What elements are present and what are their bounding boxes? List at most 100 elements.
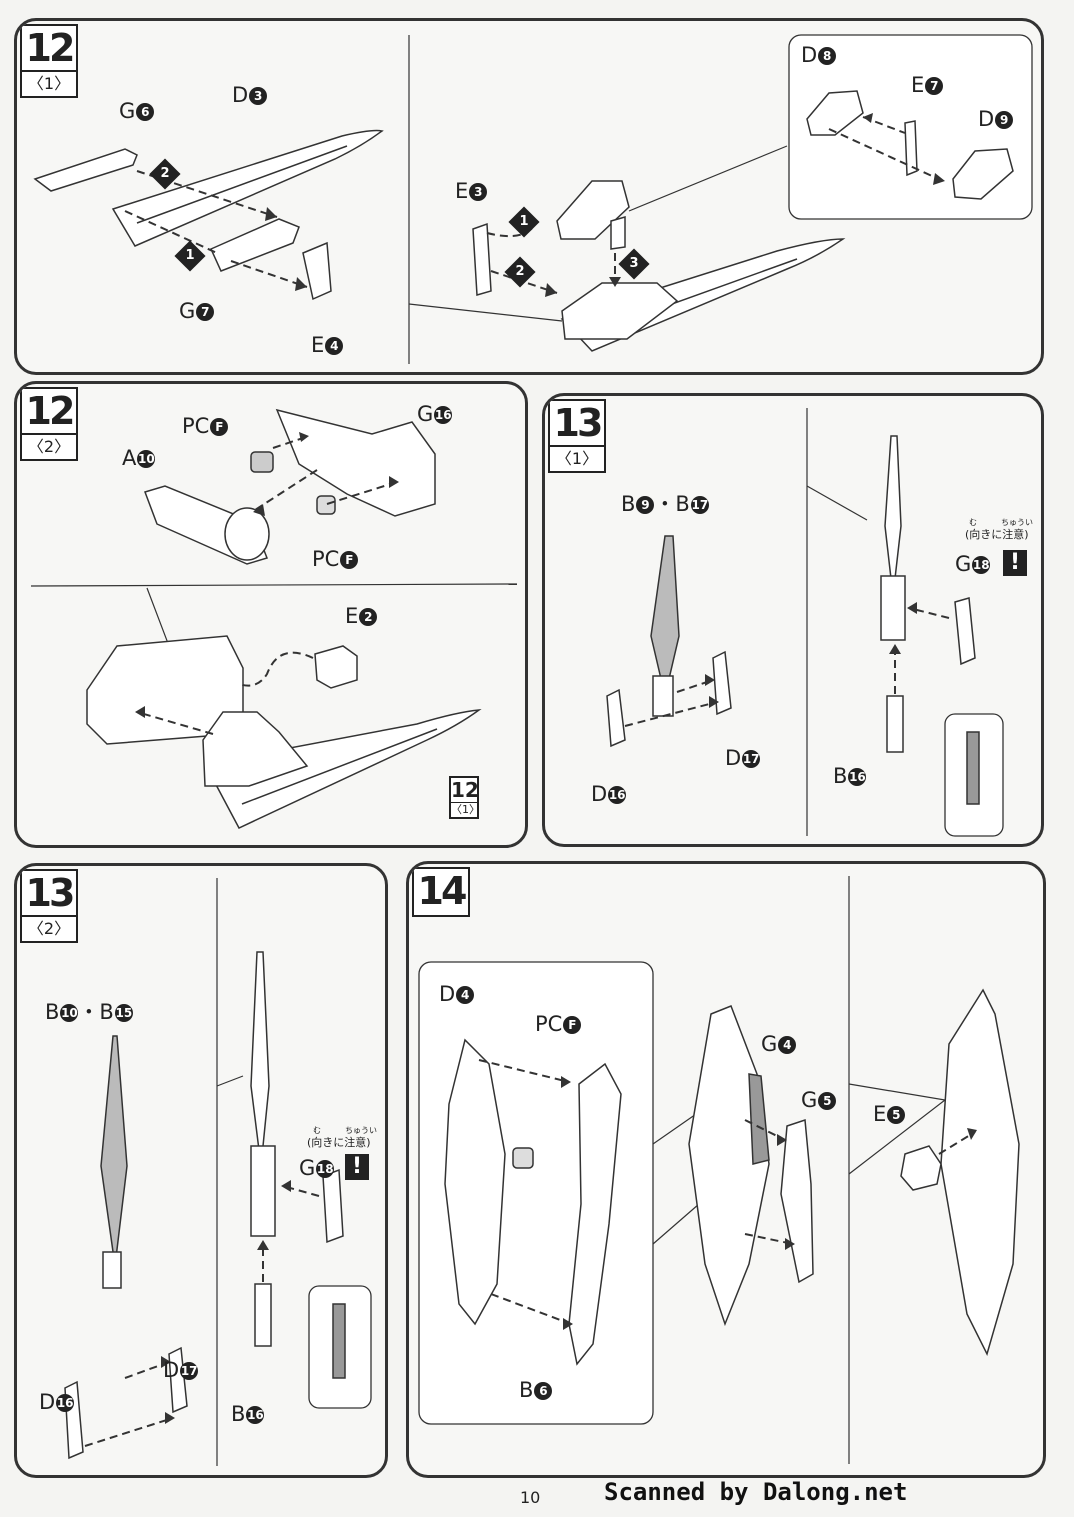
- part-g16-drawing: [275, 408, 436, 517]
- part-b6-drawing: [568, 1062, 622, 1366]
- step-12-2-panel: 12 〈2〉: [14, 381, 528, 848]
- step-14-drawing: [418, 876, 1020, 1464]
- step-13-1-drawing: [606, 408, 1004, 837]
- reference-step-box: 12〈1〉: [449, 776, 480, 819]
- order-marker-1b: 1: [508, 206, 540, 238]
- sword-guard-drawing: [202, 711, 309, 787]
- blade-hilt-drawing: [102, 1251, 122, 1289]
- blade-b10-b15-drawing: [100, 1035, 128, 1267]
- part-d8-drawing: [806, 90, 864, 136]
- step-12-1-drawing: [33, 34, 1033, 364]
- step-number: 12: [22, 389, 76, 435]
- step-13-1-panel: 13 〈1〉: [542, 393, 1044, 847]
- sub-step: 〈1〉: [27, 74, 71, 93]
- part-g18-drawing: [322, 1168, 344, 1244]
- g18-detail-part: [332, 1303, 346, 1379]
- step-number-box: 12 〈1〉: [20, 24, 78, 98]
- part-pcf-2-drawing: [316, 495, 336, 515]
- caution-ruby: む ちゅうい: [313, 1126, 377, 1135]
- blade-b9-b17-drawing: [650, 535, 680, 697]
- blade-assembled-drawing: [250, 951, 270, 1167]
- step-number-box: 13 〈1〉: [548, 399, 606, 473]
- part-g4-drawing: [688, 1005, 770, 1327]
- caution-note: (向きに注意): [965, 528, 1029, 541]
- step-number-box: 13 〈2〉: [20, 869, 78, 943]
- part-pcf-drawing: [512, 1147, 534, 1169]
- order-marker-2: 2: [149, 158, 181, 190]
- sub-step: 〈2〉: [27, 919, 71, 938]
- sword-guard-drawing: [561, 282, 679, 340]
- part-d3-blade-drawing: [111, 129, 384, 247]
- part-d9-drawing: [952, 148, 1014, 200]
- sub-step: 〈1〉: [555, 449, 599, 468]
- step-number-box: 12 〈2〉: [20, 387, 78, 461]
- step-12-2-drawing: [30, 408, 518, 829]
- order-marker-2b: 2: [504, 256, 536, 288]
- final-assembly-drawing: [940, 988, 1020, 1357]
- hilt-part-drawing: [556, 180, 630, 240]
- part-e7-drawing: [904, 120, 918, 177]
- sub-step: 〈2〉: [27, 437, 71, 456]
- part-e5-drawing: [900, 1145, 942, 1191]
- step-12-1-panel: 12 〈1〉: [14, 18, 1044, 375]
- part-d16-drawing: [606, 688, 626, 748]
- part-d4-drawing: [444, 1038, 506, 1326]
- order-marker-3: 3: [618, 248, 650, 280]
- part-g18-drawing: [954, 597, 976, 666]
- order-marker-1: 1: [174, 240, 206, 272]
- part-d17-drawing: [712, 650, 732, 716]
- part-g7-drawing: [210, 218, 300, 272]
- step-number: 13: [22, 871, 76, 917]
- caution-ruby: む ちゅうい: [969, 518, 1033, 527]
- step-number: 12: [22, 26, 76, 72]
- blade-assembled-hilt-drawing: [880, 575, 906, 641]
- part-e3-drawing: [472, 222, 492, 296]
- part-e4-drawing: [302, 241, 332, 301]
- part-g5-drawing: [780, 1118, 814, 1284]
- part-b16-drawing: [254, 1283, 272, 1347]
- caution-note: (向きに注意): [307, 1136, 371, 1149]
- scan-credit: Scanned by Dalong.net: [604, 1478, 908, 1506]
- part-b16-drawing: [886, 695, 904, 753]
- part-pcf-1-drawing: [250, 451, 274, 473]
- caution-mark: !: [345, 1154, 369, 1180]
- part-g6-drawing: [33, 148, 138, 192]
- part-e2-drawing: [314, 645, 358, 689]
- page-number: 10: [520, 1488, 541, 1507]
- blade-hilt-drawing: [652, 675, 674, 717]
- step-13-2-drawing: [64, 878, 372, 1466]
- step-number: 14: [417, 869, 468, 913]
- caution-mark: !: [1003, 550, 1027, 576]
- step-number-box: 14: [412, 867, 470, 917]
- step-number: 13: [550, 401, 604, 447]
- g18-detail-part: [966, 731, 980, 805]
